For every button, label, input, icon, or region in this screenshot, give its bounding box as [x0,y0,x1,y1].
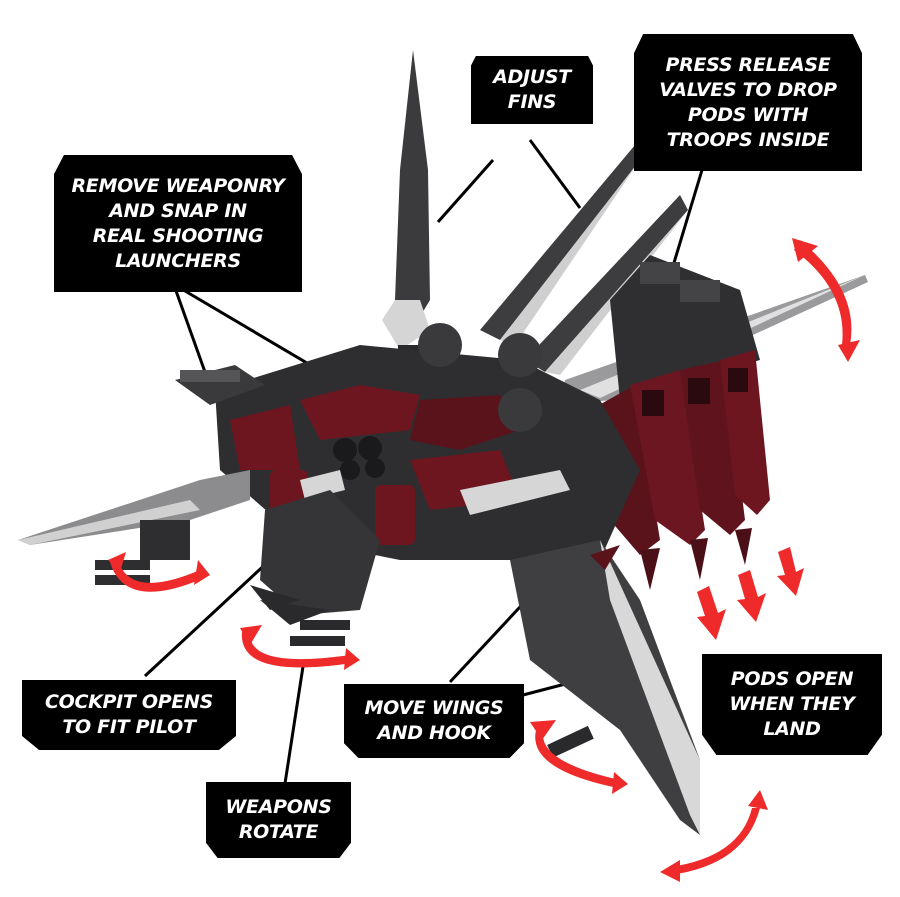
front-weapon-rotate-arrow [241,630,352,668]
left-weapon-rotate-arrow [110,560,204,592]
callout-text: PRESS RELEASE [665,53,831,76]
pods-drop-arrows [697,547,804,640]
motion-arrows [108,238,860,882]
callout-text: REAL SHOOTING [92,224,264,247]
callout-text: PODS WITH [687,103,809,126]
callout-text: AND HOOK [377,722,491,744]
fin-upper-mid [480,145,640,345]
fin-upper-left [382,50,430,375]
callout-text: LAND [763,718,821,740]
callout-text: LAUNCHERS [115,249,241,272]
callout-text: MOVE WINGS [364,697,504,719]
callout-press-release-valves: PRESS RELEASE VALVES TO DROP PODS WITH T… [634,34,862,171]
lower-right-wing [510,540,700,835]
callout-text: ROTATE [238,821,319,843]
callout-remove-weaponry: REMOVE WEAPONRY AND SNAP IN REAL SHOOTIN… [54,155,302,292]
callout-text: WEAPONS [225,796,332,818]
callout-text: TO FIT PILOT [62,716,196,738]
callout-text: PODS OPEN [730,668,854,690]
callout-pods-open: PODS OPEN WHEN THEY LAND [702,654,882,755]
callout-move-wings: MOVE WINGS AND HOOK [344,684,524,758]
callout-cockpit-opens: COCKPIT OPENS TO FIT PILOT [22,680,236,750]
callout-adjust-fins: ADJUST FINS [471,56,593,124]
hook-rotate-arrow [535,724,620,788]
top-left-launcher [175,365,265,405]
fin-upper-right [525,195,688,375]
callout-text: VALVES TO DROP [659,78,837,101]
callout-text: TROOPS INSIDE [666,128,830,151]
callout-text: COCKPIT OPENS [44,691,214,713]
callout-text: REMOVE WEAPONRY [71,174,285,197]
callout-text: WHEN THEY [729,693,855,715]
callout-text: FINS [507,91,557,113]
callout-text: ADJUST [493,66,571,88]
cockpit-section [250,490,380,646]
callout-text: AND SNAP IN [109,199,247,222]
callout-weapons-rotate: WEAPONS ROTATE [206,782,351,858]
left-wing [18,470,250,585]
